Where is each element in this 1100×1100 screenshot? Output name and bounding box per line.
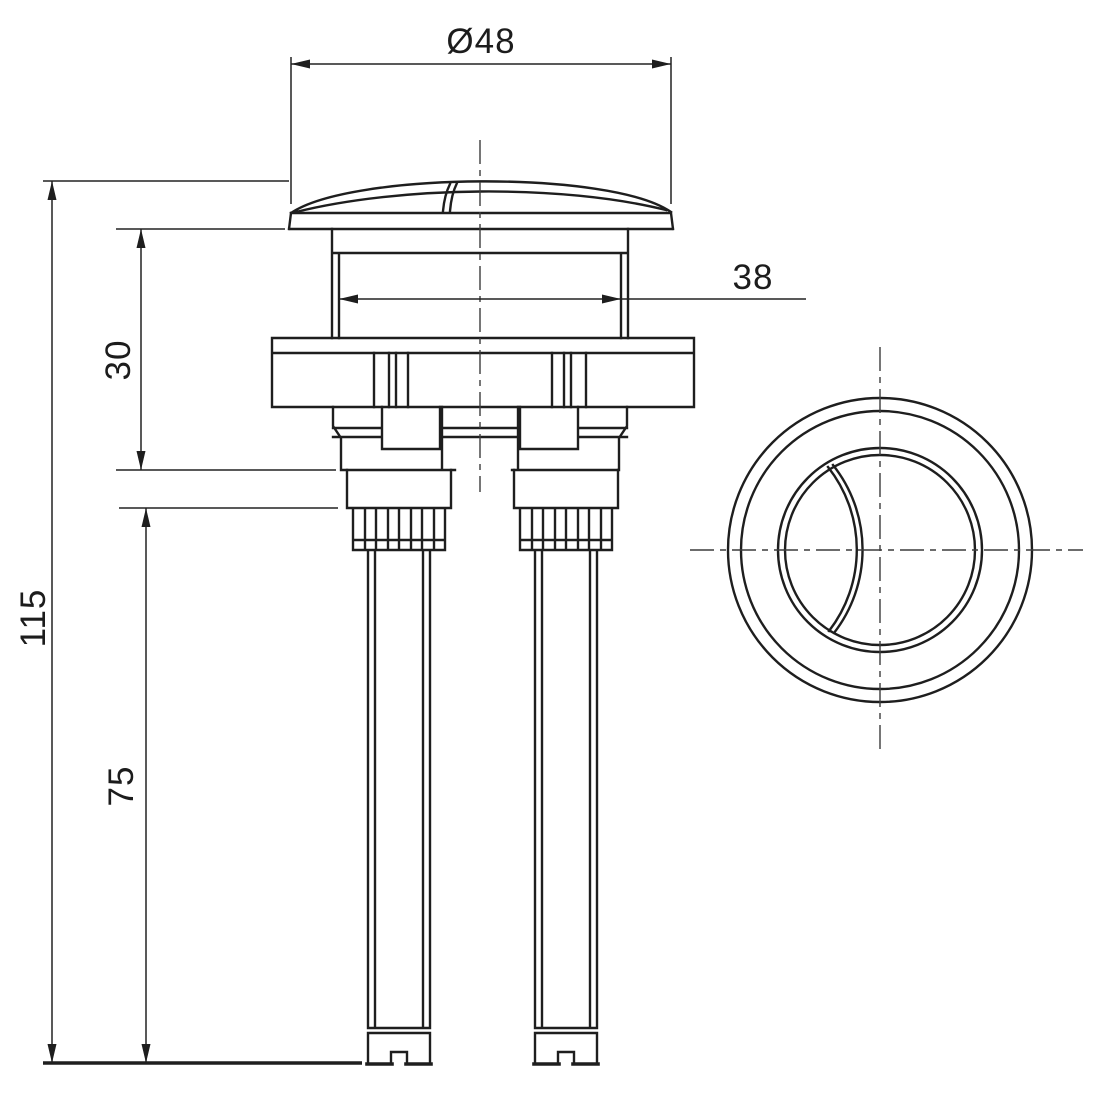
cap-diameter-arrow-right (652, 59, 671, 69)
cap-dome (289, 180, 673, 215)
flange-slots (372, 351, 588, 409)
mounting-flange (270, 336, 696, 409)
head-height-arrow-bottom (136, 451, 146, 470)
rod-length-arrow-bottom (141, 1044, 151, 1063)
cap-plate (287, 211, 675, 231)
threaded-barrel (330, 227, 630, 340)
cap-diameter-extension-lines (290, 57, 672, 204)
body-diameter-arrow-left (339, 294, 358, 304)
dimension-overall-height: 115 (14, 180, 362, 1065)
front-view (270, 140, 696, 1066)
dimension-body-diameter: 38 (339, 258, 806, 304)
left-push-rod (345, 468, 453, 1066)
rod-length-label: 75 (102, 766, 141, 807)
dimension-cap-diameter: Ø48 (290, 22, 672, 204)
overall-height-arrow-bottom (47, 1044, 57, 1063)
dual-flush-seam (826, 463, 864, 635)
head-height-extension-lines (116, 228, 336, 471)
dimension-rod-length: 75 (102, 507, 338, 1063)
barrel-outline (330, 227, 630, 340)
head-height-label: 30 (99, 340, 138, 381)
overall-height-arrow-top (47, 181, 57, 200)
right-rod-body (512, 468, 620, 1066)
top-view (690, 347, 1083, 753)
rod-length-arrow-top (141, 508, 151, 527)
cap-diameter-arrow-left (291, 59, 310, 69)
dimension-head-height: 30 (99, 228, 336, 471)
left-rod-body (345, 468, 453, 1066)
body-diameter-label: 38 (733, 258, 774, 297)
cap-split-seam (441, 181, 459, 213)
flange-outline (270, 336, 696, 409)
cap-diameter-label: Ø48 (446, 22, 515, 61)
right-push-rod (512, 468, 620, 1066)
body-diameter-arrow-right (602, 294, 621, 304)
overall-height-label: 115 (14, 589, 53, 648)
head-height-arrow-top (136, 229, 146, 248)
button-cap (287, 180, 675, 231)
